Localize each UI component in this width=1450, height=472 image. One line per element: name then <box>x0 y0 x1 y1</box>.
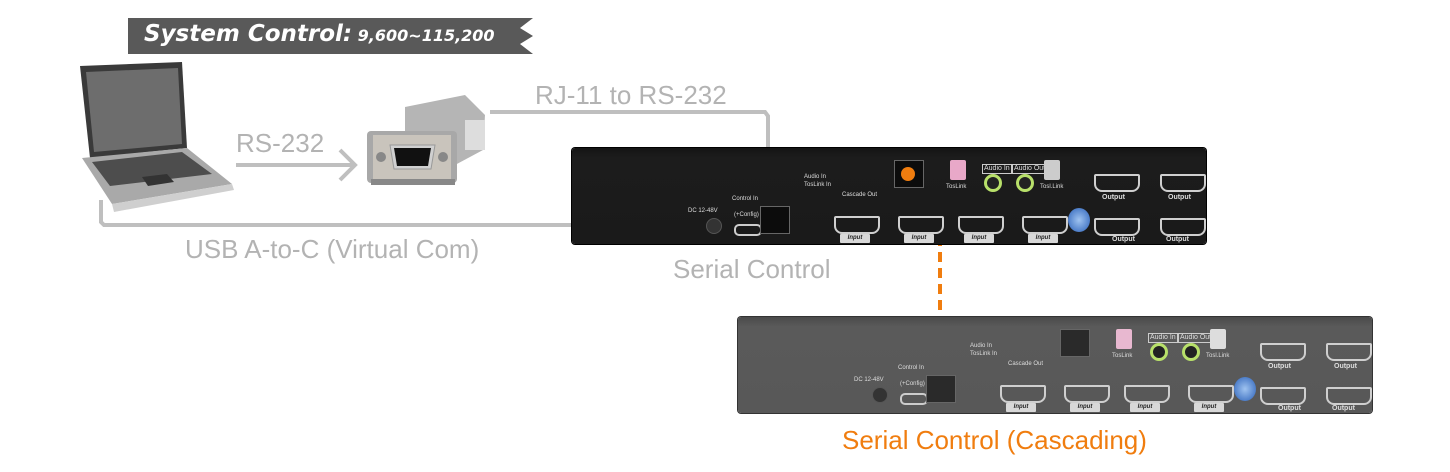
hdmi-output-x4[interactable] <box>1160 174 1206 192</box>
output-label-x2: Output <box>1332 405 1355 412</box>
serial-control-label: Serial Control <box>673 254 831 284</box>
hdmi-output-x1[interactable] <box>1260 387 1306 405</box>
banner-ribbon-shape <box>128 18 533 54</box>
cascade-port-highlight <box>901 167 915 181</box>
output-label-x3: Output <box>1268 363 1291 370</box>
dip-toslink-in-label: TosLink In <box>970 351 998 357</box>
cascade-out-rj11-port[interactable] <box>1060 329 1090 357</box>
rs232-label: RS-232 <box>236 128 325 158</box>
input-tag-2: Input <box>1130 403 1160 412</box>
laptop-icon <box>72 62 237 212</box>
output-label-x3: Output <box>1102 194 1125 201</box>
control-in-label: Control In <box>898 365 925 371</box>
hdmi-input-4[interactable] <box>834 216 880 234</box>
baud-rate: 9,600~115,200 <box>357 26 495 45</box>
audio-in-label: Audio In <box>982 164 1012 174</box>
toslink-out-port[interactable] <box>1044 160 1060 180</box>
rj11-label: RJ-11 to RS-232 <box>535 80 727 110</box>
toslink-in-label: TosLink <box>1112 353 1133 359</box>
hdmi-input-3[interactable] <box>898 216 944 234</box>
dip-audio-in-label: Audio In <box>804 174 827 180</box>
toslink-out-label: Tosl.Link <box>1206 353 1230 359</box>
power-jack[interactable] <box>872 387 888 403</box>
usb-c-port[interactable] <box>734 224 762 236</box>
power-label: DC 12-48V <box>854 377 884 383</box>
db9-rj11-adapter-icon <box>365 95 490 190</box>
config-label: (+Config) <box>900 381 925 387</box>
rotary-dial[interactable] <box>1234 377 1256 401</box>
hdmi-input-3[interactable] <box>1064 385 1110 403</box>
hdmi-input-1[interactable] <box>1022 216 1068 234</box>
cascading-label: Serial Control (Cascading) <box>842 425 1147 455</box>
banner-title: System Control: <box>144 21 353 47</box>
control-in-rj11-port[interactable] <box>926 375 956 403</box>
audio-out-jack[interactable] <box>1016 174 1034 192</box>
output-label-x2: Output <box>1166 236 1189 243</box>
hdmi-output-x2[interactable] <box>1326 387 1372 405</box>
audio-out-jack[interactable] <box>1182 343 1200 361</box>
power-jack[interactable] <box>706 218 722 234</box>
output-label-x4: Output <box>1168 194 1191 201</box>
toslink-in-port[interactable] <box>950 160 966 180</box>
usb-label: USB A-to-C (Virtual Com) <box>185 234 480 264</box>
hdmi-output-x1[interactable] <box>1094 218 1140 236</box>
toslink-in-port[interactable] <box>1116 329 1132 349</box>
output-label-x4: Output <box>1334 363 1357 370</box>
cascade-out-label: Cascade Out <box>842 192 878 198</box>
input-tag-3: Input <box>1070 403 1100 412</box>
toslink-in-label: TosLink <box>946 184 967 190</box>
matrix-device-cascaded: DC 12-48V Control In (+Config) Audio In … <box>738 317 1372 413</box>
audio-in-jack[interactable] <box>984 174 1002 192</box>
rotary-dial[interactable] <box>1068 208 1090 232</box>
config-label: (+Config) <box>734 212 759 218</box>
rs232-arrow <box>236 148 358 182</box>
hdmi-output-x3[interactable] <box>1094 174 1140 192</box>
audio-in-label: Audio In <box>1148 333 1178 343</box>
matrix-device-main: DC 12-48V Control In (+Config) Audio In … <box>572 148 1206 244</box>
hdmi-input-1[interactable] <box>1188 385 1234 403</box>
banner-text: System Control: 9,600~115,200 <box>144 21 495 47</box>
audio-out-label: Audio Out <box>1012 164 1048 174</box>
input-tag-2: Input <box>964 234 994 243</box>
input-tag-3: Input <box>904 234 934 243</box>
control-in-rj11-port[interactable] <box>760 206 790 234</box>
control-in-label: Control In <box>732 196 759 202</box>
power-label: DC 12-48V <box>688 208 718 214</box>
system-control-banner: System Control: 9,600~115,200 <box>128 18 533 54</box>
input-tag-4: Input <box>840 234 870 243</box>
hdmi-input-4[interactable] <box>1000 385 1046 403</box>
usb-c-port[interactable] <box>900 393 928 405</box>
hdmi-output-x3[interactable] <box>1260 343 1306 361</box>
hdmi-output-x2[interactable] <box>1160 218 1206 236</box>
audio-out-label: Audio Out <box>1178 333 1214 343</box>
hdmi-input-2[interactable] <box>958 216 1004 234</box>
input-tag-1: Input <box>1028 234 1058 243</box>
dip-audio-in-label: Audio In <box>970 343 993 349</box>
input-tag-4: Input <box>1006 403 1036 412</box>
cascade-out-rj11-port[interactable] <box>894 160 924 188</box>
output-label-x1: Output <box>1278 405 1301 412</box>
output-label-x1: Output <box>1112 236 1135 243</box>
toslink-out-label: Tosl.Link <box>1040 184 1064 190</box>
dip-toslink-in-label: TosLink In <box>804 182 832 188</box>
input-tag-1: Input <box>1194 403 1224 412</box>
audio-in-jack[interactable] <box>1150 343 1168 361</box>
cascade-out-label: Cascade Out <box>1008 361 1044 367</box>
hdmi-output-x4[interactable] <box>1326 343 1372 361</box>
hdmi-input-2[interactable] <box>1124 385 1170 403</box>
toslink-out-port[interactable] <box>1210 329 1226 349</box>
